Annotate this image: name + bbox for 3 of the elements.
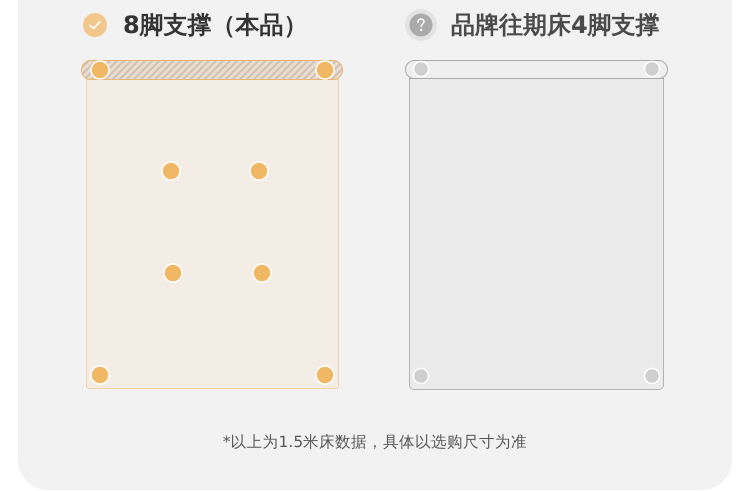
panel-heading: 品牌往期床4脚支撑 (451, 10, 660, 40)
footnote: *以上为1.5米床数据，具体以选购尺寸为准 (222, 432, 528, 453)
panel-heading: 8脚支撑（本品） (123, 10, 308, 40)
